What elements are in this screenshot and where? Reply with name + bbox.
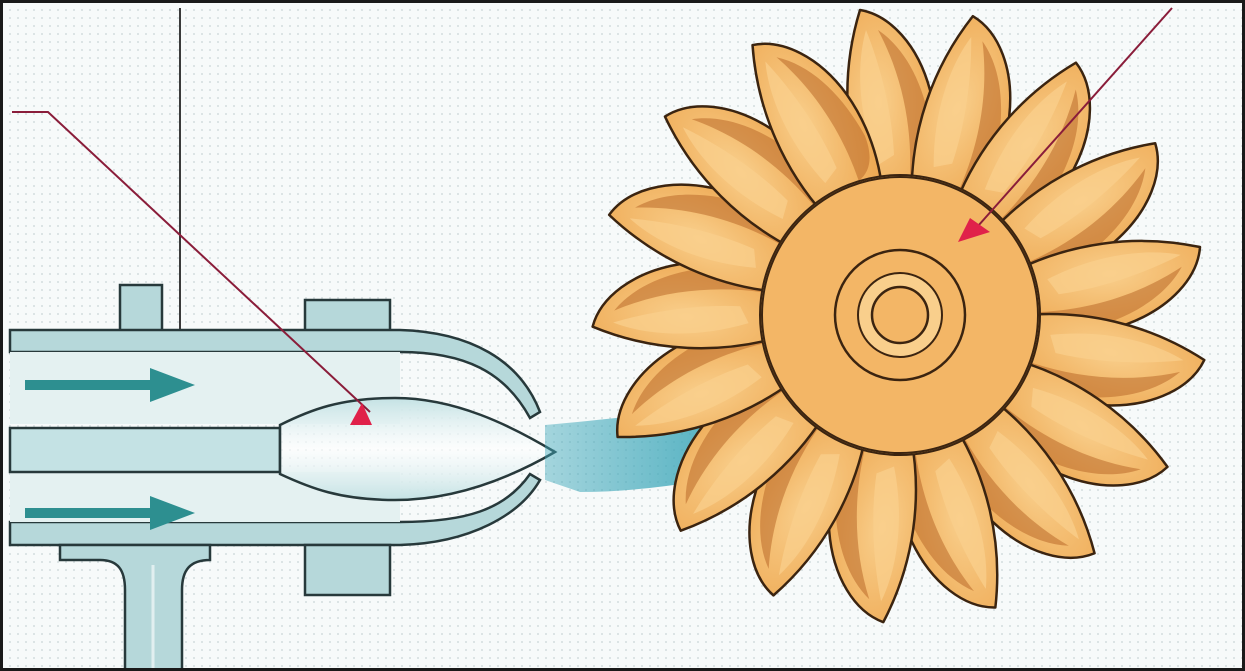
pipe-top-stub: [118, 283, 164, 335]
pitch-circle: [761, 176, 1039, 454]
pointer-runner: [958, 218, 990, 242]
pelton-runner: [591, 8, 1206, 624]
buckets: [591, 8, 1206, 624]
flow-arrow-lower: [25, 496, 195, 530]
shaft: [870, 285, 930, 345]
pointer-needle: [350, 403, 372, 425]
flow-arrow-upper: [25, 368, 195, 402]
inlet-pipe: [8, 283, 542, 671]
leader-line-needle: [12, 111, 371, 413]
runner-bucket: [751, 42, 885, 217]
pipe-bottom-wall: [8, 472, 542, 547]
spear-needle: [8, 396, 558, 502]
pipe-support-leg: [58, 543, 212, 671]
leader-line-runner: [969, 7, 1173, 236]
flow-arrows: [25, 368, 195, 530]
needle-rod: [8, 426, 282, 474]
runner-bucket: [672, 363, 826, 532]
runner-bucket: [616, 319, 796, 439]
pipe-bottom-flange: [303, 543, 392, 597]
